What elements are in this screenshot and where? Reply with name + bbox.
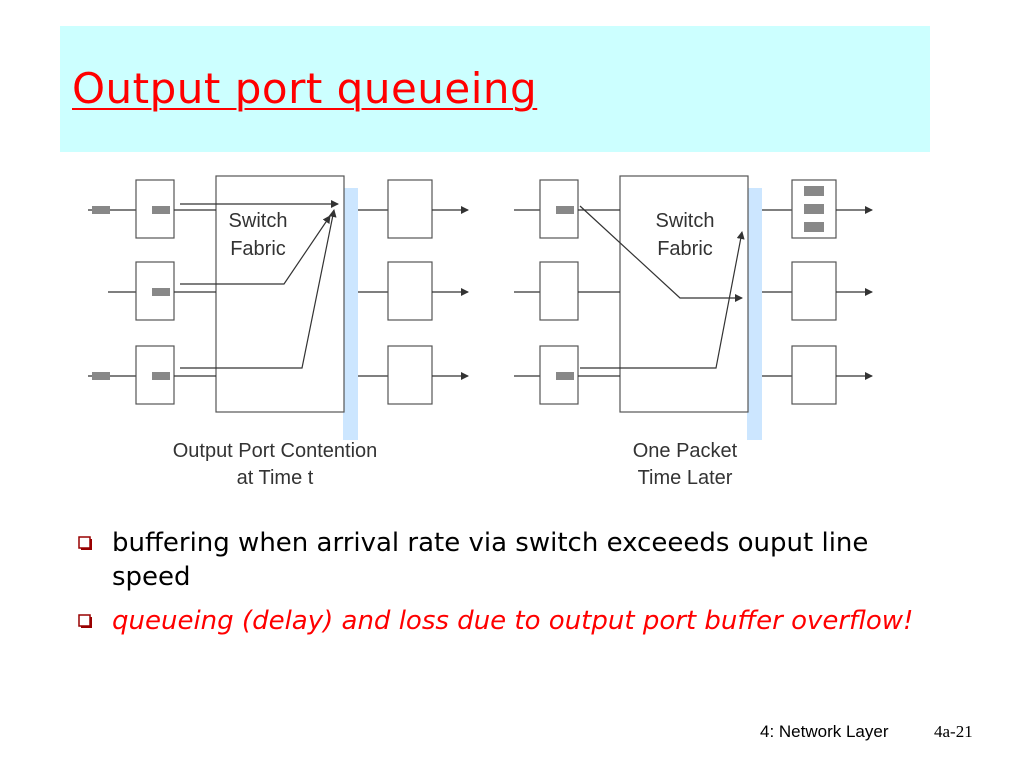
right-input-row-2 [514, 261, 620, 321]
fabric-path-arrow [580, 231, 745, 369]
right-switch-fabric [619, 175, 749, 413]
queued-packet [556, 372, 574, 380]
output-port-buffer [387, 345, 433, 405]
input-port-buffer [539, 261, 579, 321]
left-diagram-caption: Output Port Contention at Time t [140, 438, 410, 492]
bullet-item: queueing (delay) and loss due to output … [78, 604, 938, 638]
left-caption-line-2: at Time t [236, 467, 314, 489]
right-output-row-2 [762, 261, 873, 321]
footer-page-number: 4a-21 [934, 722, 973, 741]
slide-title: Output port queueing [72, 64, 538, 113]
left-output-row-3 [358, 345, 469, 405]
fabric-path-arrow [180, 215, 331, 285]
queued-packet [804, 222, 824, 232]
left-input-row-2 [108, 261, 216, 321]
bullet-list: buffering when arrival rate via switch e… [78, 526, 938, 648]
left-switch-fabric [215, 175, 345, 413]
fabric-path-arrow [180, 209, 337, 369]
queued-packet [152, 206, 170, 214]
queued-packet [152, 372, 170, 380]
left-input-row-3 [88, 345, 216, 405]
left-output-row-1 [358, 179, 469, 239]
queued-packet [92, 206, 110, 214]
left-output-row-2 [358, 261, 469, 321]
output-port-buffer [791, 261, 837, 321]
output-port-buffer [387, 261, 433, 321]
right-fabric-shadow [747, 188, 762, 440]
right-input-row-1 [514, 179, 620, 239]
fabric-path-arrow [579, 205, 743, 302]
queued-packet [804, 186, 824, 196]
left-fabric-label-1: Switch [229, 210, 288, 232]
left-diagram: Switch Fabric [88, 175, 469, 440]
right-diagram: Switch Fabric [514, 175, 873, 440]
left-input-row-1 [88, 179, 216, 239]
right-caption-line-1: One Packet [632, 440, 738, 462]
right-caption-line-2: Time Later [637, 467, 733, 489]
right-input-row-3 [514, 345, 620, 405]
square-bullet-icon [78, 536, 92, 550]
queued-packet [804, 204, 824, 214]
right-output-row-1 [762, 179, 873, 239]
bullet-text: buffering when arrival rate via switch e… [112, 528, 869, 592]
right-diagram-caption: One Packet Time Later [580, 438, 790, 492]
queued-packet [556, 206, 574, 214]
right-output-row-3 [762, 345, 873, 405]
queued-packet [92, 372, 110, 380]
left-caption-line-1: Output Port Contention [172, 440, 378, 462]
bullet-text: queueing (delay) and loss due to output … [112, 606, 914, 636]
footer-chapter-label: 4: Network Layer [760, 722, 889, 741]
left-fabric-shadow [343, 188, 358, 440]
title-band [60, 26, 930, 152]
bullet-item: buffering when arrival rate via switch e… [78, 526, 938, 594]
queued-packet [152, 288, 170, 296]
left-fabric-label-2: Fabric [230, 238, 286, 260]
square-bullet-icon [78, 614, 92, 628]
output-port-buffer [387, 179, 433, 239]
right-fabric-label-2: Fabric [657, 238, 713, 260]
output-port-buffer [791, 345, 837, 405]
right-fabric-label-1: Switch [656, 210, 715, 232]
